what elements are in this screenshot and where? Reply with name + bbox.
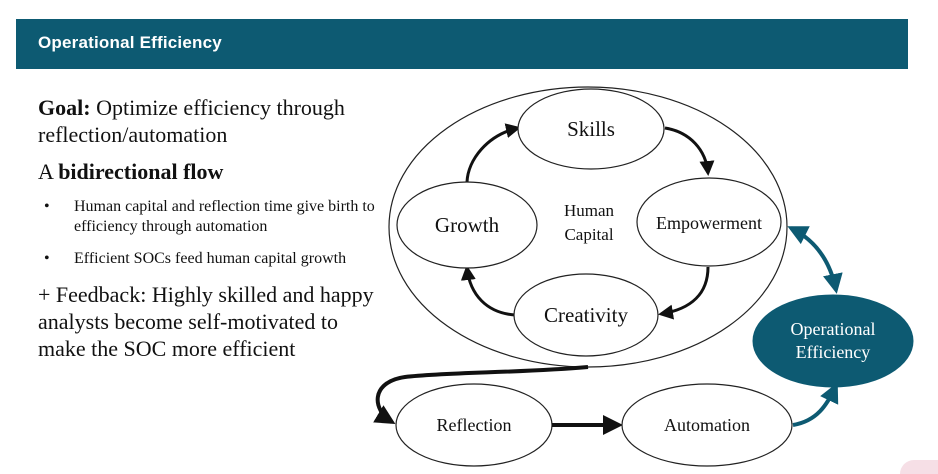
human-capital-label-line2: Capital bbox=[564, 225, 613, 244]
skills-node bbox=[517, 88, 665, 170]
automation-to-operational-arrow bbox=[792, 382, 839, 427]
growth-to-skills-arrow bbox=[465, 123, 521, 183]
header-bar: Operational Efficiency bbox=[16, 19, 908, 69]
human-capital-to-reflection-arrow bbox=[373, 365, 589, 425]
operational-label-line1: Operational bbox=[791, 319, 876, 339]
empowerment-to-creativity-arrow bbox=[658, 266, 710, 320]
skills-label: Skills bbox=[567, 117, 615, 141]
header-title: Operational Efficiency bbox=[38, 33, 222, 52]
empowerment-operational-bidirectional-arrow bbox=[787, 226, 843, 294]
bullet-text: Efficient SOCs feed human capital growth bbox=[74, 250, 347, 267]
growth-label: Growth bbox=[435, 213, 500, 237]
bidir-prefix: A bbox=[38, 159, 59, 184]
bullet-list: • Human capital and reflection time give… bbox=[38, 197, 388, 269]
automation-node bbox=[621, 383, 793, 467]
creativity-node bbox=[513, 273, 659, 357]
reflection-label: Reflection bbox=[437, 415, 512, 435]
creativity-label: Creativity bbox=[544, 303, 628, 327]
empowerment-label: Empowerment bbox=[656, 213, 762, 233]
bullet-dot-icon: • bbox=[44, 198, 50, 215]
operational-label-line2: Efficiency bbox=[796, 342, 871, 362]
human-capital-label-line1: Human bbox=[564, 201, 615, 220]
bullet-item: • Human capital and reflection time give… bbox=[38, 197, 388, 237]
goal-text: Optimize efficiency through reflection/a… bbox=[38, 95, 345, 147]
bidirectional-heading: A bidirectional flow bbox=[38, 158, 388, 185]
bullet-dot-icon: • bbox=[44, 250, 50, 267]
operational-efficiency-node bbox=[752, 294, 914, 388]
goal-statement: Goal: Optimize efficiency through reflec… bbox=[38, 94, 388, 148]
bullet-item: • Efficient SOCs feed human capital grow… bbox=[38, 249, 388, 269]
feedback-text: + Feedback: Highly skilled and happy ana… bbox=[38, 282, 374, 361]
corner-decoration bbox=[900, 460, 938, 474]
bullet-text: Human capital and reflection time give b… bbox=[74, 198, 375, 235]
left-text-panel: Goal: Optimize efficiency through reflec… bbox=[38, 94, 388, 362]
empowerment-node bbox=[636, 177, 782, 267]
bidir-bold: bidirectional flow bbox=[58, 159, 224, 184]
creativity-to-growth-arrow bbox=[460, 265, 516, 317]
skills-to-empowerment-arrow bbox=[664, 126, 715, 176]
automation-label: Automation bbox=[664, 415, 750, 435]
growth-node bbox=[396, 181, 538, 269]
goal-label: Goal: bbox=[38, 95, 91, 120]
